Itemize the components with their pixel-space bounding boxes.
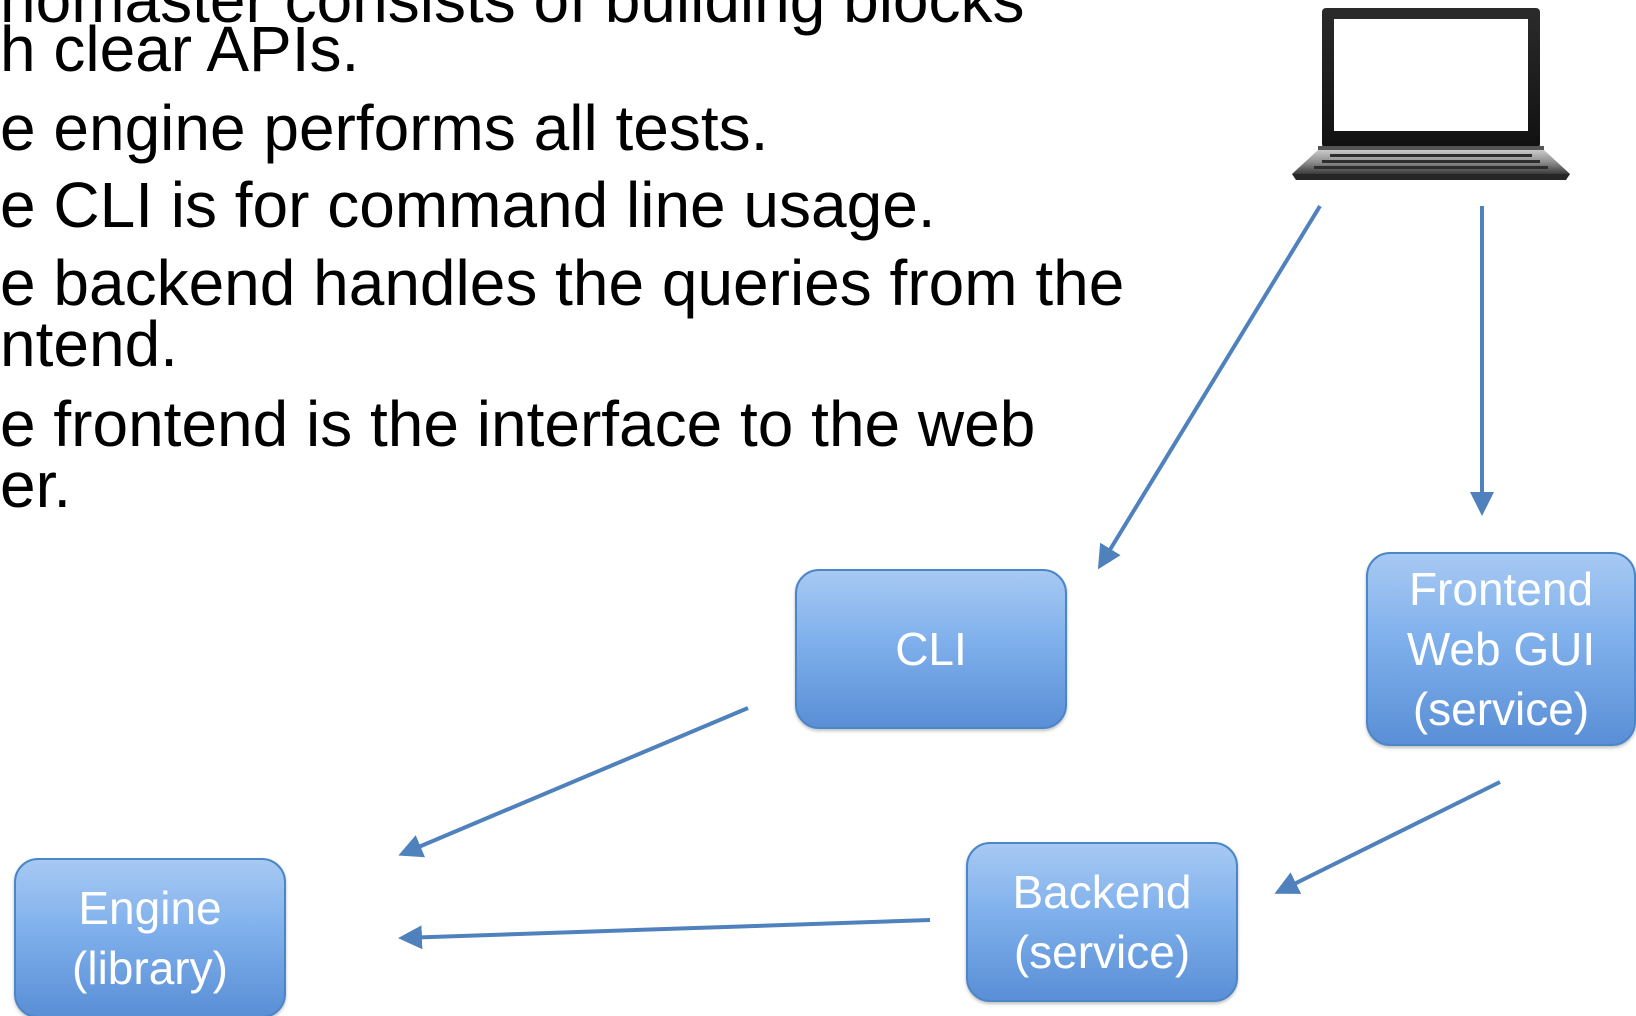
cli-node: CLI — [795, 569, 1067, 729]
frontend-label-line-2: Web GUI — [1406, 623, 1596, 675]
engine-label-line-1: Engine — [78, 882, 222, 934]
text-line-8: er. — [0, 449, 72, 521]
frontend-node: Frontend Web GUI (service) — [1366, 552, 1636, 746]
engine-label-line-2: (library) — [72, 942, 228, 994]
text-line-2: h clear APIs. — [0, 13, 360, 85]
text-line-4: e CLI is for command line usage. — [0, 169, 936, 241]
text-line-6: ntend. — [0, 308, 178, 380]
cli-label: CLI — [895, 623, 967, 675]
backend-label-line-1: Backend — [1012, 866, 1192, 918]
backend-node: Backend (service) — [966, 842, 1238, 1002]
arrow-frontend-to-backend — [1274, 780, 1501, 894]
text-line-3: e engine performs all tests. — [0, 92, 769, 164]
text-line-1: nomaster consists of building blocks — [0, 0, 1025, 36]
backend-label-line-2: (service) — [1013, 926, 1191, 978]
arrow-cli-to-engine — [398, 706, 749, 858]
text-line-7: e frontend is the interface to the web — [0, 388, 1036, 460]
engine-node: Engine (library) — [14, 858, 286, 1016]
frontend-label-line-1: Frontend — [1408, 563, 1594, 615]
arrow-backend-to-engine — [398, 918, 931, 950]
arrow-laptop-to-cli — [1097, 204, 1322, 570]
text-line-5: e backend handles the queries from the — [0, 247, 1125, 319]
frontend-label-line-3: (service) — [1412, 683, 1590, 735]
